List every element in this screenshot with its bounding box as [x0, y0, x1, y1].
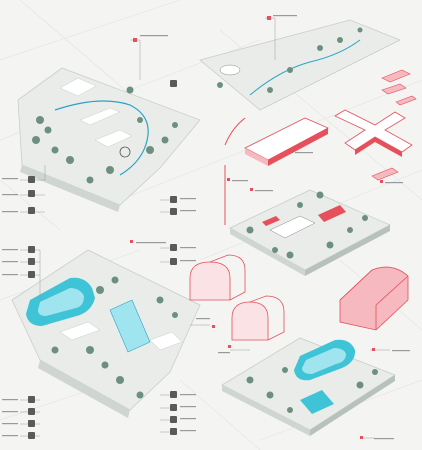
lamp-icon	[28, 207, 35, 214]
parking-icon	[170, 391, 177, 398]
blue-path	[249, 39, 361, 96]
trees	[217, 27, 363, 93]
pavilion	[219, 64, 241, 76]
block-bottom-right	[221, 337, 396, 436]
building	[59, 321, 101, 341]
red-pole	[224, 117, 246, 225]
wifi-icon	[28, 408, 35, 415]
red-volumes	[224, 69, 417, 225]
block-top-left	[17, 67, 201, 212]
wifi-icon	[170, 258, 177, 265]
block-mid-left	[11, 249, 201, 418]
parking-icon	[28, 176, 35, 183]
building	[94, 129, 133, 148]
arch-volumes	[189, 254, 409, 341]
icon-column-left	[28, 176, 35, 439]
building-red	[318, 205, 346, 222]
lamp-icon	[170, 416, 177, 423]
running-track	[26, 277, 95, 326]
cross-volume	[334, 109, 413, 157]
trees	[32, 86, 178, 184]
building	[149, 331, 183, 351]
lamp-icon	[28, 432, 35, 439]
trees	[246, 191, 368, 259]
playground-icon	[170, 80, 177, 87]
bench-icon	[28, 190, 35, 197]
waste-icon	[28, 271, 35, 278]
trees	[51, 276, 178, 399]
bicycle-icon	[170, 244, 177, 251]
building	[269, 215, 316, 239]
block-center-right	[229, 189, 391, 276]
waste-icon	[170, 208, 177, 215]
playground-icon	[28, 246, 35, 253]
bench-icon	[28, 420, 35, 427]
block-top-right	[199, 19, 401, 111]
icon-column-mid	[170, 80, 177, 435]
blue-path	[54, 100, 149, 176]
sport-icon	[28, 258, 35, 265]
bench-icon	[170, 404, 177, 411]
building	[79, 107, 121, 126]
trees	[246, 367, 378, 413]
sport-icon	[170, 196, 177, 203]
fountain	[119, 146, 131, 158]
bicycle-icon	[28, 396, 35, 403]
building	[59, 77, 97, 97]
red-markers	[130, 16, 383, 439]
court	[300, 390, 334, 414]
building-red	[262, 216, 280, 226]
caption-lines	[2, 15, 410, 440]
playground-icon	[170, 428, 177, 435]
court	[109, 299, 151, 353]
running-track	[294, 339, 356, 381]
